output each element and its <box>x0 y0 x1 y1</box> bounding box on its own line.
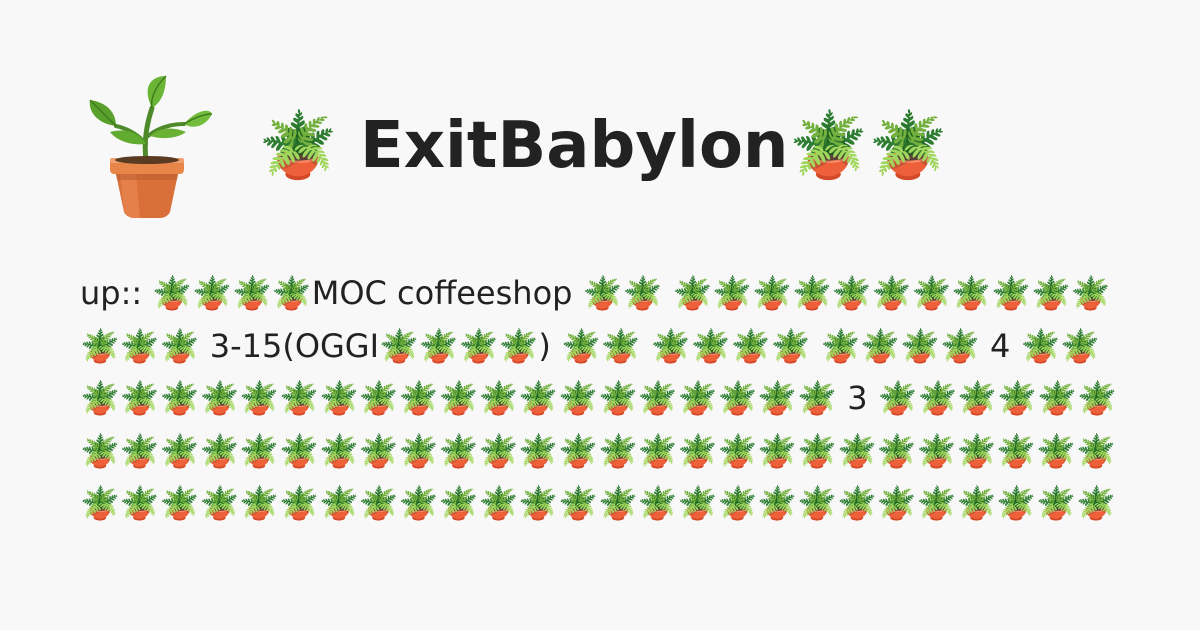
potted-plant-icon <box>80 74 212 218</box>
page-title: 🪴 ExitBabylon🪴🪴 <box>258 109 948 183</box>
page-excerpt: up:: 🪴🪴🪴🪴MOC coffeeshop 🪴🪴 🪴🪴🪴🪴🪴🪴🪴🪴🪴🪴🪴🪴🪴… <box>80 274 1117 537</box>
